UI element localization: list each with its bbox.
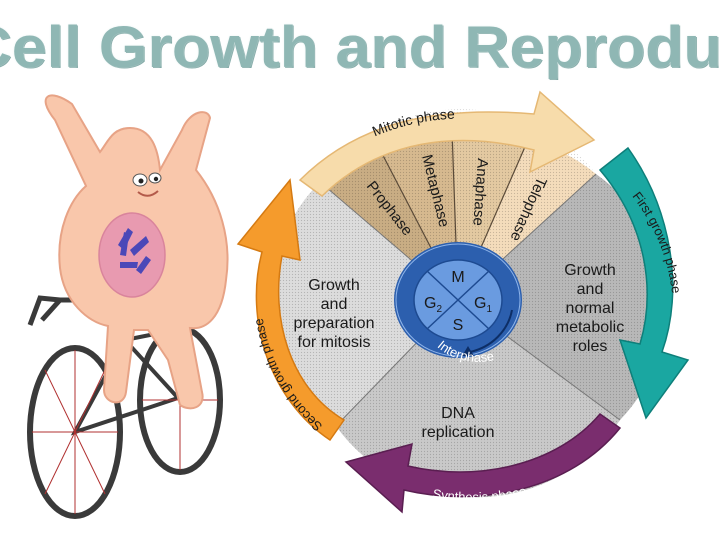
cell-on-bicycle-illustration bbox=[27, 94, 229, 519]
g1-line-2: and bbox=[577, 281, 604, 298]
m-label: M bbox=[451, 269, 464, 286]
g1-label-main: G bbox=[474, 295, 486, 312]
g2-label: G2 bbox=[424, 295, 442, 315]
cell-creature bbox=[44, 94, 229, 410]
g2-line-2: and bbox=[321, 296, 348, 313]
g1-line-4: metabolic bbox=[556, 319, 624, 336]
g2-label-sub: 2 bbox=[436, 304, 442, 315]
g1-line-5: roles bbox=[573, 338, 608, 355]
g2-label-main: G bbox=[424, 295, 436, 312]
cell-cycle-diagram: Mitotic phase First growth phase Synthes… bbox=[236, 90, 690, 514]
g2-line-4: for mitosis bbox=[298, 334, 371, 351]
g2-description: Growth and preparation for mitosis bbox=[294, 277, 375, 351]
synthesis-phase-arrow: Synthesis phase bbox=[344, 412, 622, 514]
slide-title-text: Cell Growth and Reproduction bbox=[0, 15, 720, 80]
g1-line-3: normal bbox=[566, 300, 615, 317]
anaphase-label: Anaphase bbox=[469, 158, 491, 227]
s-description: DNA replication bbox=[422, 405, 495, 441]
s-line-2: replication bbox=[422, 424, 495, 441]
chromosomes-icon bbox=[118, 228, 151, 274]
nucleus-icon bbox=[98, 212, 166, 298]
g1-label-sub: 1 bbox=[486, 304, 492, 315]
g2-line-1: Growth bbox=[308, 277, 360, 294]
cycle-sector-g2 bbox=[271, 182, 458, 426]
cycle-sector-g1 bbox=[458, 174, 666, 420]
g2-line-3: preparation bbox=[294, 315, 375, 332]
slide-title: Cell Growth and Reproduction bbox=[0, 0, 720, 90]
s-label: S bbox=[453, 317, 464, 334]
g1-label: G1 bbox=[474, 295, 492, 315]
s-line-1: DNA bbox=[441, 405, 475, 422]
g1-line-1: Growth bbox=[564, 262, 616, 279]
interphase-center: M S G2 G1 Interphase bbox=[394, 242, 522, 365]
g1-description: Growth and normal metabolic roles bbox=[556, 262, 624, 355]
